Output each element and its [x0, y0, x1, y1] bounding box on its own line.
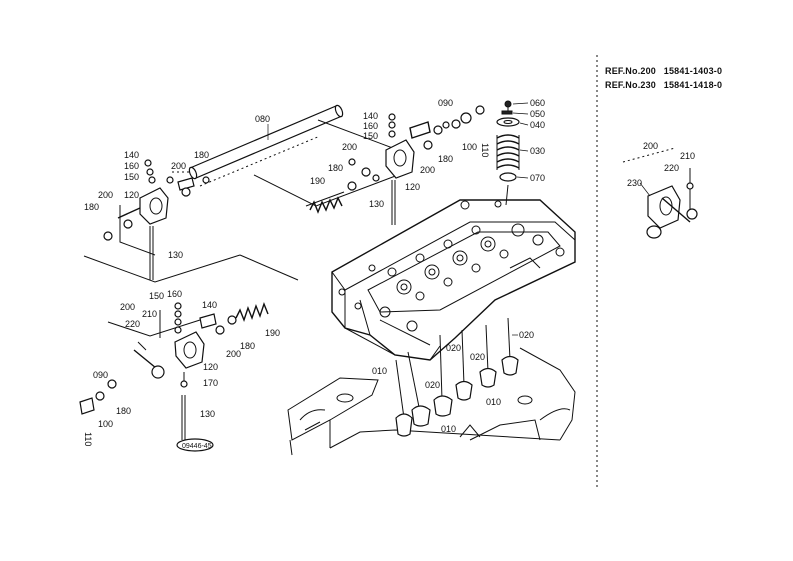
callout-160-left: 160 [124, 161, 139, 171]
callout-070: 070 [530, 173, 545, 183]
callout-150-mid: 150 [363, 131, 378, 141]
callout-120-low: 120 [203, 362, 218, 372]
callout-090-low: 090 [93, 370, 108, 380]
ref-note-1-label: REF.No.200 [605, 66, 657, 76]
rocker-arm-upper-middle [347, 105, 485, 225]
ref-note-1-code: 15841-1403-0 [663, 66, 723, 76]
callout-020-a: 020 [519, 330, 534, 340]
rocker-arm-lower [79, 302, 225, 440]
callout-200-left2: 200 [98, 190, 113, 200]
rocker-detail [622, 147, 698, 239]
callout-200-low: 200 [120, 302, 135, 312]
catalog-stamp: 09446-45 [176, 438, 214, 452]
valves [395, 317, 519, 437]
callout-140-left: 140 [124, 150, 139, 160]
callout-210-detail: 210 [680, 151, 695, 161]
callout-110-top: 110 [480, 143, 490, 157]
callout-170: 170 [203, 378, 218, 388]
callout-200-detail: 200 [643, 141, 658, 151]
callout-150-left: 150 [124, 172, 139, 182]
callout-180-top: 180 [438, 154, 453, 164]
callout-090-top: 090 [438, 98, 453, 108]
callout-200-left: 200 [171, 161, 186, 171]
rocker-spring-upper [305, 191, 345, 214]
callout-180-low2: 180 [116, 406, 131, 416]
rocker-arm-upper-left [103, 159, 210, 280]
ref-note-1: REF.No.200 15841-1403-0 [605, 66, 722, 76]
callout-220-low: 220 [125, 319, 140, 329]
callout-020-b: 020 [446, 343, 461, 353]
callout-120-mid: 120 [405, 182, 420, 192]
callout-220-detail: 220 [664, 163, 679, 173]
callout-200-low2: 200 [226, 349, 241, 359]
callout-140-mid: 140 [363, 111, 378, 121]
callout-190-mid: 190 [310, 176, 325, 186]
callout-160-mid: 160 [363, 121, 378, 131]
callout-190-low: 190 [265, 328, 280, 338]
callout-020-d: 020 [425, 380, 440, 390]
callout-040: 040 [530, 120, 545, 130]
callout-210-low: 210 [142, 309, 157, 319]
rocker-spring-lower [227, 301, 269, 325]
callout-010-a: 010 [372, 366, 387, 376]
callout-200-top: 200 [420, 165, 435, 175]
callout-180-left: 180 [194, 150, 209, 160]
callout-140-low: 140 [202, 300, 217, 310]
callout-030: 030 [530, 146, 545, 156]
callout-050: 050 [530, 109, 545, 119]
callout-080: 080 [255, 114, 270, 124]
callout-180-left2: 180 [84, 202, 99, 212]
engine-block [287, 347, 576, 456]
ref-note-2: REF.No.230 15841-1418-0 [605, 80, 722, 90]
callout-100-low: 100 [98, 419, 113, 429]
callout-120-left: 120 [124, 190, 139, 200]
ref-note-2-code: 15841-1418-0 [663, 80, 723, 90]
callout-010-c: 010 [441, 424, 456, 434]
callout-180-mid: 180 [328, 163, 343, 173]
ref-note-2-label: REF.No.230 [605, 80, 657, 90]
callout-130-low: 130 [200, 409, 215, 419]
cylinder-head [331, 199, 576, 361]
callout-130-mid: 130 [369, 199, 384, 209]
stamp-text: 09446-45 [182, 443, 212, 450]
callout-020-c: 020 [470, 352, 485, 362]
rocker-shaft [188, 104, 344, 187]
callout-160-low: 160 [167, 289, 182, 299]
valve-spring-stack [496, 100, 520, 206]
callouts: 080 060 050 040 030 070 090 110 100 180 … [83, 98, 695, 446]
callout-010-b: 010 [486, 397, 501, 407]
callout-110-low: 110 [83, 432, 93, 446]
callout-200-mid: 200 [342, 142, 357, 152]
callout-060: 060 [530, 98, 545, 108]
callout-150-low: 150 [149, 291, 164, 301]
callout-130-left: 130 [168, 250, 183, 260]
callout-100-top: 100 [462, 142, 477, 152]
callout-230-detail: 230 [627, 178, 642, 188]
callout-180-low: 180 [240, 341, 255, 351]
